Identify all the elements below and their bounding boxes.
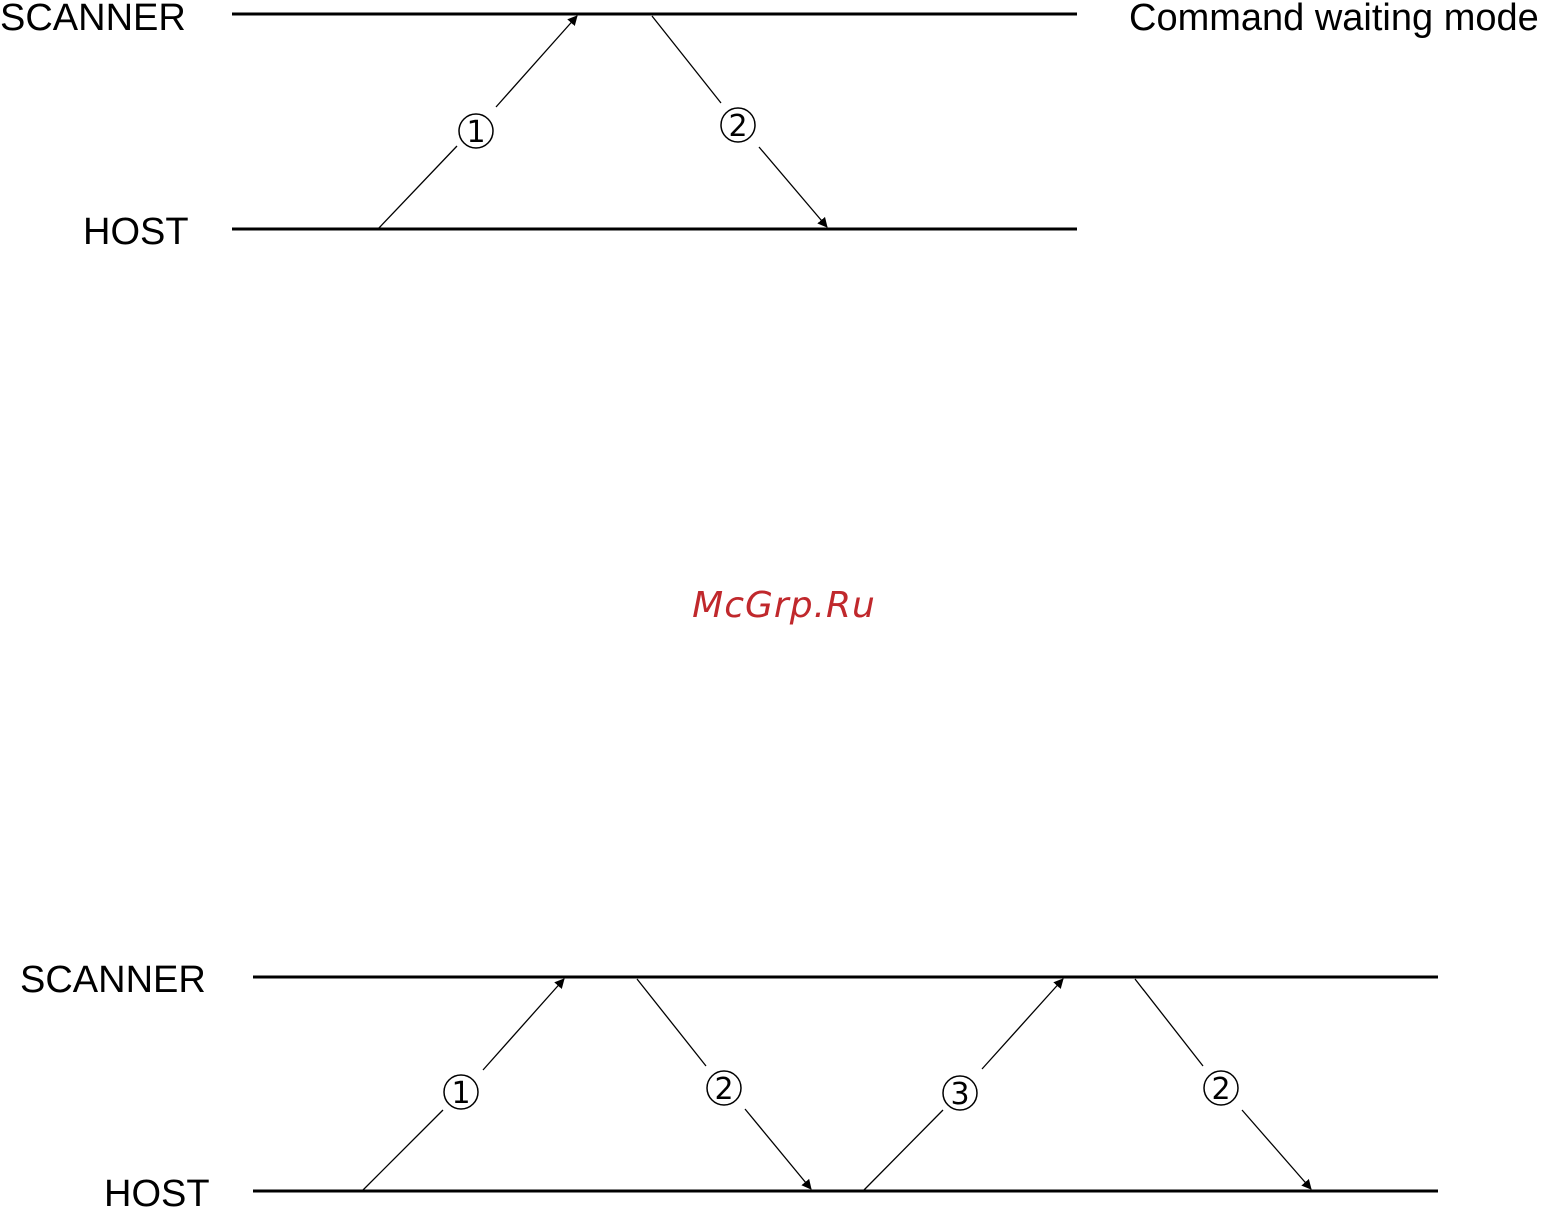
step-2-number: 2 bbox=[714, 1072, 733, 1107]
diagram-2: SCANNER HOST 1 2 3 2 bbox=[20, 959, 1438, 1207]
scanner-label: SCANNER bbox=[20, 959, 206, 1001]
host-label: HOST bbox=[83, 211, 189, 253]
message-arrow-2-head bbox=[745, 1109, 811, 1189]
watermark: McGrp.Ru bbox=[692, 585, 876, 626]
message-arrow-4 bbox=[1135, 979, 1203, 1066]
message-arrow-4-head bbox=[1242, 1110, 1311, 1189]
message-arrow-2 bbox=[652, 16, 721, 103]
command-waiting-mode-label: Command waiting mode bbox=[1129, 0, 1539, 39]
scanner-label: SCANNER bbox=[0, 0, 186, 39]
step-1-number: 1 bbox=[451, 1076, 470, 1111]
message-arrow-1 bbox=[362, 1110, 443, 1191]
diagram-1: SCANNER HOST Command waiting mode 1 2 bbox=[0, 0, 1539, 253]
step-2-number: 2 bbox=[728, 109, 747, 144]
message-arrow-2 bbox=[637, 979, 706, 1066]
step-3-number: 3 bbox=[950, 1077, 969, 1112]
step-4-number: 2 bbox=[1211, 1072, 1230, 1107]
step-1-number: 1 bbox=[466, 115, 485, 150]
message-arrow-1-head bbox=[496, 16, 577, 107]
message-arrow-2-head bbox=[759, 147, 827, 227]
message-arrow-1-head bbox=[483, 979, 564, 1070]
message-arrow-3 bbox=[863, 1110, 943, 1191]
message-arrow-1 bbox=[378, 146, 457, 229]
message-arrow-3-head bbox=[982, 979, 1063, 1069]
host-label: HOST bbox=[104, 1173, 210, 1207]
